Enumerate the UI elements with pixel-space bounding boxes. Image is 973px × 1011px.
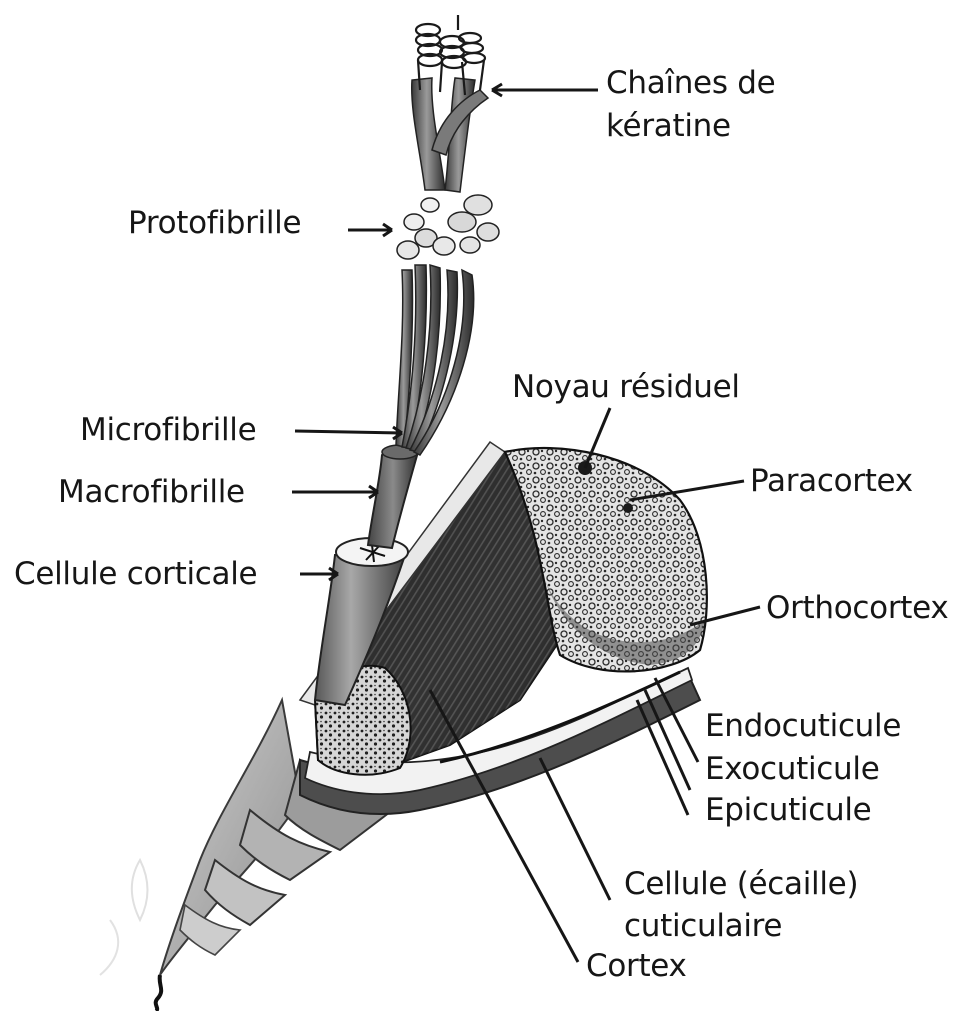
- macrofibril: [368, 445, 418, 548]
- label-cortex: Cortex: [586, 946, 687, 986]
- label-chaines-keratine-line1: Chaînes de: [606, 63, 775, 103]
- label-noyau-residuel: Noyau résiduel: [512, 367, 740, 407]
- label-endocuticule: Endocuticule: [705, 706, 901, 746]
- microfibril-strands: [396, 195, 499, 455]
- label-macrofibrille: Macrofibrille: [58, 472, 245, 512]
- label-orthocortex: Orthocortex: [766, 588, 948, 628]
- label-protofibrille: Protofibrille: [128, 203, 301, 243]
- label-microfibrille: Microfibrille: [80, 410, 256, 450]
- label-paracortex: Paracortex: [750, 461, 913, 501]
- label-epicuticule: Epicuticule: [705, 790, 871, 830]
- label-cellule-cuticulaire-line2: cuticulaire: [624, 906, 782, 946]
- label-cellule-corticale: Cellule corticale: [14, 554, 257, 594]
- label-chaines-keratine-line2: kératine: [606, 106, 731, 146]
- label-cellule-cuticulaire-line1: Cellule (écaille): [624, 864, 858, 904]
- keratin-chains: [412, 15, 488, 192]
- label-exocuticule: Exocuticule: [705, 749, 879, 789]
